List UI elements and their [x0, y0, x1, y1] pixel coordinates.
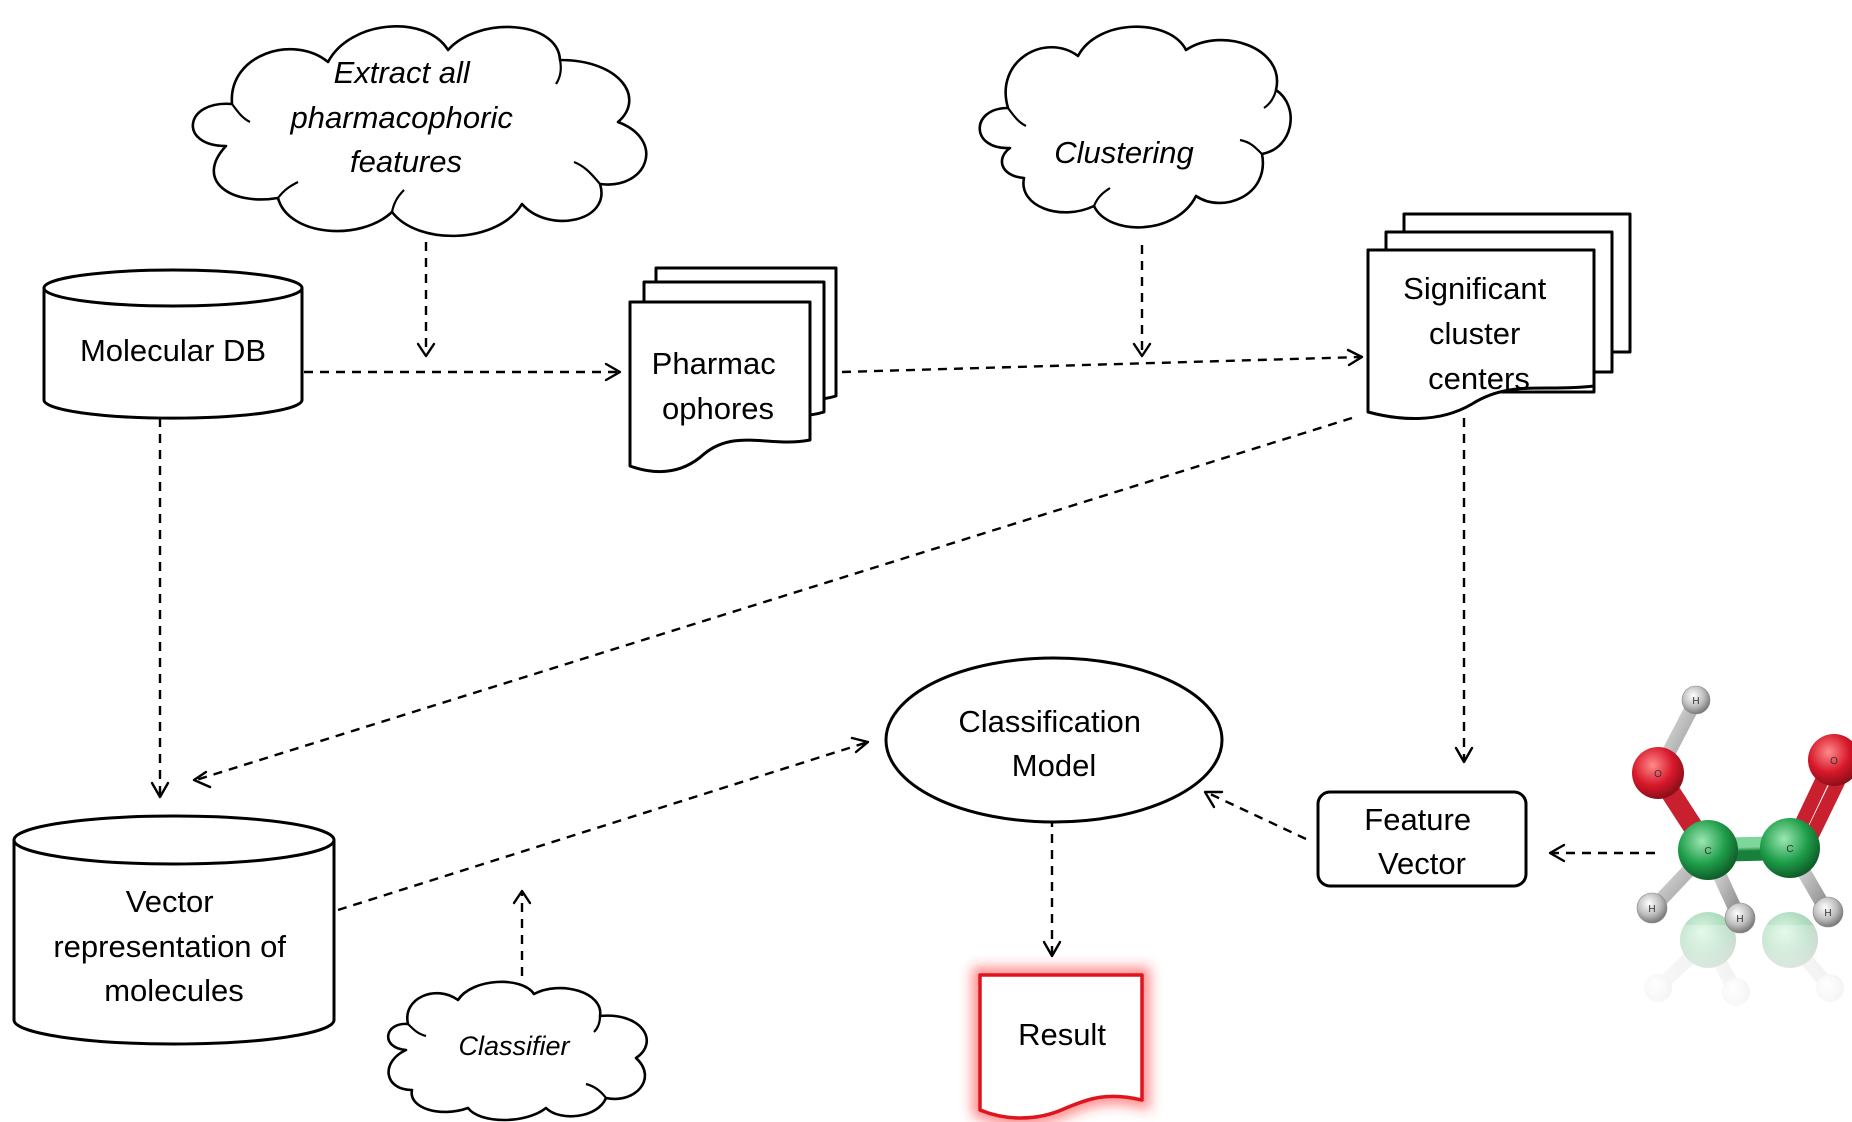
arrowhead [1454, 746, 1474, 764]
extract-cloud-line: Extract all [334, 55, 471, 90]
atom-letter: C [1704, 846, 1711, 857]
arrow-centers-to-vector [195, 416, 1353, 782]
oxygen-atom [1808, 734, 1852, 786]
pharmacophores-documents: Pharmac ophores [628, 266, 838, 474]
atom-letter: C [1786, 844, 1793, 855]
clustering-cloud: Clustering [978, 25, 1292, 229]
classifier-cloud: Classifier [386, 980, 648, 1122]
cluster-centers-line: cluster [1429, 316, 1520, 351]
result-label: Result [1018, 1017, 1106, 1052]
clustering-cloud-label: Clustering [1054, 135, 1194, 170]
classification-model-line: Classification [958, 704, 1141, 739]
svg-text:Feature Vector: Feature Vector [1364, 802, 1479, 881]
pharmacophores-line: ophores [662, 391, 774, 426]
atom-letter: O [1654, 769, 1662, 780]
extract-cloud-line: pharmacophoric [290, 100, 514, 135]
atom-letter: H [1736, 914, 1743, 925]
classification-model-line: Model [1012, 748, 1096, 783]
molecule-3d-model: H O C C O H H H [1600, 685, 1852, 1025]
arrowhead [1042, 940, 1062, 958]
classifier-cloud-label: Classifier [458, 1031, 570, 1061]
atom-letter: H [1692, 696, 1699, 707]
arrowhead [150, 781, 170, 799]
arrow-vector-to-model [337, 740, 869, 912]
arrow-pharmacophores-to-centers [841, 355, 1363, 374]
pharmacophores-line: Pharmac [652, 346, 776, 381]
hydrogen-atom [1724, 902, 1756, 934]
atom-letter: O [1830, 756, 1838, 767]
result-document: Result [972, 967, 1150, 1122]
arrowhead [850, 736, 870, 754]
arrow-feature-to-model [1207, 791, 1307, 841]
extract-features-cloud: Extract all pharmacophoric features [191, 25, 648, 238]
hydrogen-atom [1812, 896, 1844, 928]
vector-db-line: molecules [104, 973, 244, 1008]
arrowhead [416, 342, 436, 358]
atom-letter: H [1648, 904, 1655, 915]
feature-vector-line: Feature [1364, 802, 1471, 837]
arrowhead [1203, 790, 1224, 809]
cluster-centers-documents: Significant cluster centers [1366, 212, 1632, 421]
cluster-centers-line: centers [1428, 361, 1530, 396]
arrowhead [604, 362, 622, 382]
hydrogen-atom [1636, 892, 1668, 924]
oxygen-atom [1632, 747, 1684, 799]
vector-db-cylinder: Vector representation of molecules [12, 814, 336, 1046]
arrowheads [150, 342, 1566, 958]
svg-text:Vector representation of: Vector representation of molecules [53, 884, 294, 1008]
hydrogen-atom [1681, 685, 1711, 715]
arrowhead [1548, 843, 1566, 863]
molecular-db-label: Molecular DB [80, 333, 266, 368]
carbon-atom [1760, 818, 1820, 878]
carbon-atom [1678, 820, 1738, 880]
classification-model-ellipse: Classification Model [884, 656, 1224, 824]
feature-vector-box: Feature Vector [1316, 790, 1528, 888]
vector-db-line: representation of [53, 929, 286, 964]
arrowhead [192, 770, 212, 789]
molecular-db-cylinder: Molecular DB [42, 268, 304, 420]
extract-cloud-line: features [350, 144, 462, 179]
svg-text:Pharmac ophores: Pharmac ophores [652, 346, 785, 426]
connectors [158, 242, 1655, 976]
svg-text:Extract all pharmacophor: Extract all pharmacophoric features [290, 55, 522, 179]
arrowhead [1346, 348, 1364, 367]
arrowhead [512, 889, 532, 905]
atom-letter: H [1824, 908, 1831, 919]
svg-text:Classification Model: Classification Model [958, 704, 1149, 783]
cluster-centers-line: Significant [1403, 271, 1546, 306]
feature-vector-line: Vector [1378, 846, 1466, 881]
svg-text:Significant cluster: Significant cluster centers [1403, 271, 1555, 396]
arrowhead [1132, 342, 1152, 358]
vector-db-line: Vector [126, 884, 214, 919]
